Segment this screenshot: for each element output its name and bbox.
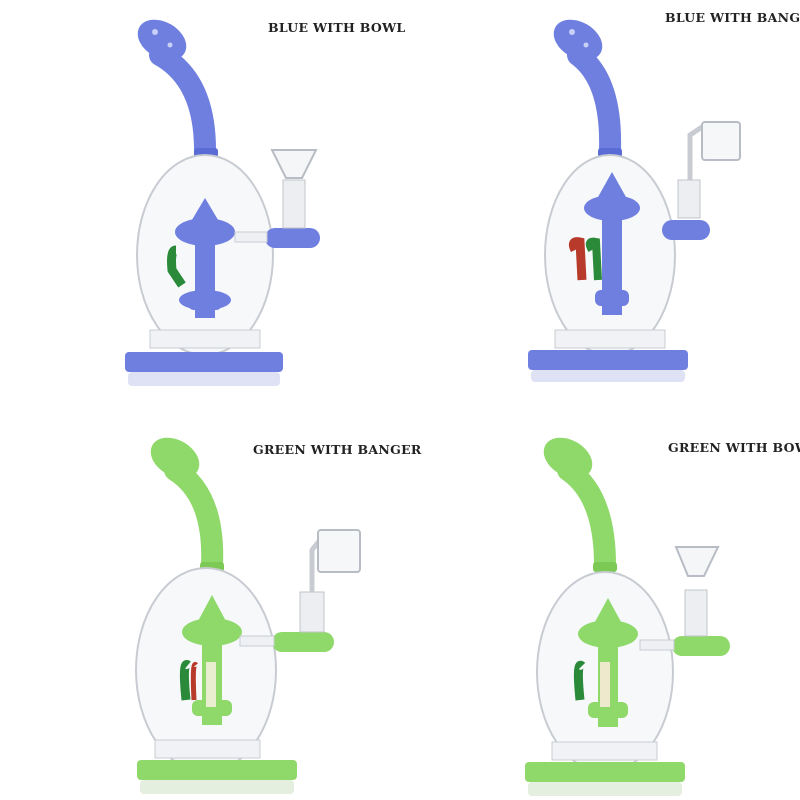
product-label: GREEN WITH BOWL [668, 440, 800, 455]
glass-pipe-image [528, 19, 741, 382]
glass-pipe-image [125, 19, 320, 386]
product-label: GREEN WITH BANGER [253, 442, 422, 457]
product-green-with-banger: GREEN WITH BANGER [0, 400, 421, 800]
product-label: BLUE WITH BOWL [268, 20, 406, 35]
product-blue-with-bowl: BLUE WITH BOWL [0, 0, 405, 400]
product-label: BLUE WITH BANGER [665, 10, 800, 25]
glass-pipe-image [525, 437, 730, 796]
glass-pipe-image [135, 437, 361, 794]
product-blue-with-banger: BLUE WITH BANGER [400, 0, 800, 400]
product-green-with-bowl: GREEN WITH BOWL [400, 400, 800, 800]
